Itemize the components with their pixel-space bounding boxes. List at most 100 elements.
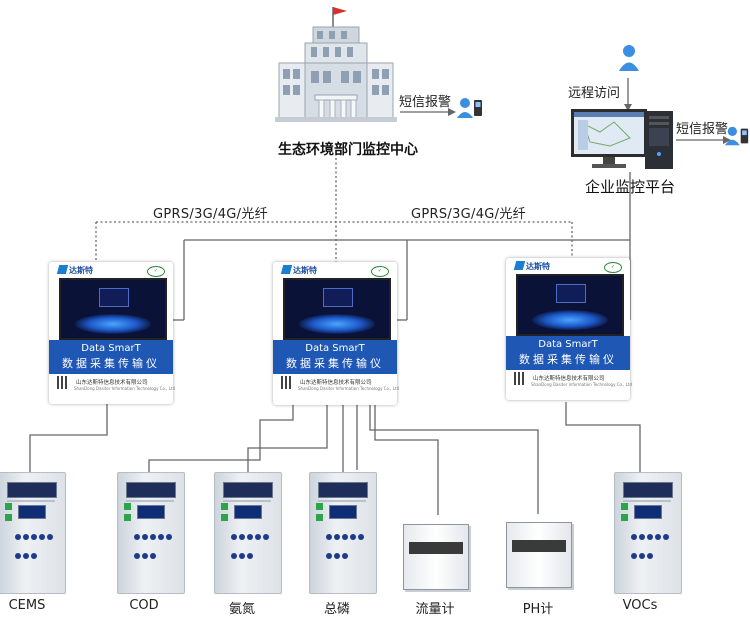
keypad-button — [166, 534, 172, 540]
unit-label-band: Data SmarT 数据采集传输仪 — [273, 340, 397, 374]
brand-name: 达斯特 — [526, 262, 550, 271]
indicator-light — [5, 514, 12, 521]
analyzer-divider — [126, 500, 174, 502]
analyzer-cabinet-phosphorus — [309, 472, 377, 594]
unit-label-band: Data SmarT 数据采集传输仪 — [49, 340, 173, 374]
unit-product-title: Data SmarT — [81, 343, 141, 354]
unit-screen — [283, 278, 391, 340]
brand-name: 达斯特 — [69, 266, 93, 275]
screen-glow — [299, 314, 375, 334]
keypad-button — [358, 534, 364, 540]
qr-code-icon — [514, 372, 526, 385]
unit-screen — [59, 278, 167, 340]
unit-product-name: 数据采集传输仪 — [62, 357, 160, 370]
ph-meter-display — [512, 540, 566, 552]
keypad — [134, 528, 174, 566]
analyzer-cabinet-vocs — [614, 472, 682, 594]
brand-name: 达斯特 — [293, 266, 317, 275]
screen-glow — [75, 314, 151, 334]
qr-code-icon — [57, 376, 69, 389]
indicator-light — [316, 503, 323, 510]
analyzer-cabinet-cod — [117, 472, 185, 594]
data-acquisition-unit: 达斯特 ✓ Data SmarT 数据采集传输仪 山东达斯特信息技术有限公司 S… — [273, 262, 400, 405]
monitoring-center-title: 生态环境部门监控中心 — [278, 142, 418, 158]
keypad-button — [142, 534, 148, 540]
unit-company-en: ShanDong Dasiter Information Technology … — [74, 386, 176, 391]
flow-meter-display — [409, 542, 463, 554]
unit-company: 山东达斯特信息技术有限公司 — [300, 380, 372, 386]
keypad-button — [15, 534, 21, 540]
government-building-icon — [275, 7, 397, 122]
analyzer-window — [137, 505, 165, 519]
keypad-button — [239, 553, 245, 559]
device-label-ph-meter: PH计 — [522, 602, 554, 617]
center-sms-label: 短信报警 — [399, 95, 452, 110]
keypad — [631, 528, 671, 566]
analyzer-display — [126, 482, 176, 498]
network-label-left: GPRS/3G/4G/光纤 — [153, 207, 268, 222]
keypad-button — [655, 534, 661, 540]
keypad-button — [631, 553, 637, 559]
unit-company: 山东达斯特信息技术有限公司 — [76, 380, 148, 386]
analyzer-display — [7, 482, 57, 498]
unit-product-title: Data SmarT — [538, 339, 598, 350]
unit-product-name: 数据采集传输仪 — [286, 357, 384, 370]
unit-screen — [516, 274, 624, 336]
analyzer-window — [329, 505, 357, 519]
network-label-right: GPRS/3G/4G/光纤 — [411, 207, 526, 222]
keypad-button — [647, 553, 653, 559]
keypad-button — [15, 553, 21, 559]
server-tower-icon — [645, 111, 673, 169]
indicator-light — [221, 503, 228, 510]
brand-logo-icon — [280, 265, 293, 274]
keypad-button — [631, 534, 637, 540]
keypad-button — [158, 534, 164, 540]
analyzer-window — [18, 505, 46, 519]
keypad-button — [47, 534, 53, 540]
analyzer-divider — [223, 500, 271, 502]
keypad-button — [23, 534, 29, 540]
indicator-light — [124, 503, 131, 510]
keypad-button — [647, 534, 653, 540]
keypad-button — [247, 534, 253, 540]
keypad-button — [150, 534, 156, 540]
phone-user-icon — [724, 126, 749, 146]
analyzer-display — [318, 482, 368, 498]
login-panel — [99, 288, 129, 307]
keypad-button — [350, 534, 356, 540]
analyzer-window — [634, 505, 662, 519]
certification-badge-icon: ✓ — [604, 262, 622, 273]
keypad-button — [326, 534, 332, 540]
indicator-light — [221, 514, 228, 521]
qr-code-icon — [281, 376, 293, 389]
indicator-light — [621, 503, 628, 510]
keypad-button — [342, 534, 348, 540]
indicator-light — [124, 514, 131, 521]
unit-label-band: Data SmarT 数据采集传输仪 — [506, 336, 630, 370]
data-acquisition-unit: 达斯特 ✓ Data SmarT 数据采集传输仪 山东达斯特信息技术有限公司 S… — [506, 258, 632, 400]
keypad-button — [326, 553, 332, 559]
analyzer-divider — [7, 500, 55, 502]
analyzer-divider — [318, 500, 366, 502]
remote-access-label: 远程访问 — [568, 86, 621, 101]
device-label-ammonia: 氨氮 — [228, 602, 255, 617]
keypad-button — [263, 534, 269, 540]
device-label-phosphorus: 总磷 — [323, 602, 350, 617]
keypad-button — [39, 534, 45, 540]
analyzer-window — [234, 505, 262, 519]
brand-logo: 达斯特 — [280, 265, 317, 276]
keypad-button — [134, 534, 140, 540]
computer-monitor-icon — [571, 109, 647, 168]
keypad-button — [150, 553, 156, 559]
keypad-button — [663, 534, 669, 540]
login-panel — [323, 288, 353, 307]
brand-logo: 达斯特 — [56, 265, 93, 276]
unit-company-en: ShanDong Dasiter Information Technology … — [298, 386, 400, 391]
keypad-button — [255, 534, 261, 540]
keypad-button — [342, 553, 348, 559]
ph-meter-box — [506, 522, 572, 588]
unit-company: 山东达斯特信息技术有限公司 — [533, 376, 605, 382]
flow-meter-box — [403, 524, 469, 590]
brand-logo: 达斯特 — [513, 261, 550, 272]
brand-logo-icon — [513, 261, 526, 270]
